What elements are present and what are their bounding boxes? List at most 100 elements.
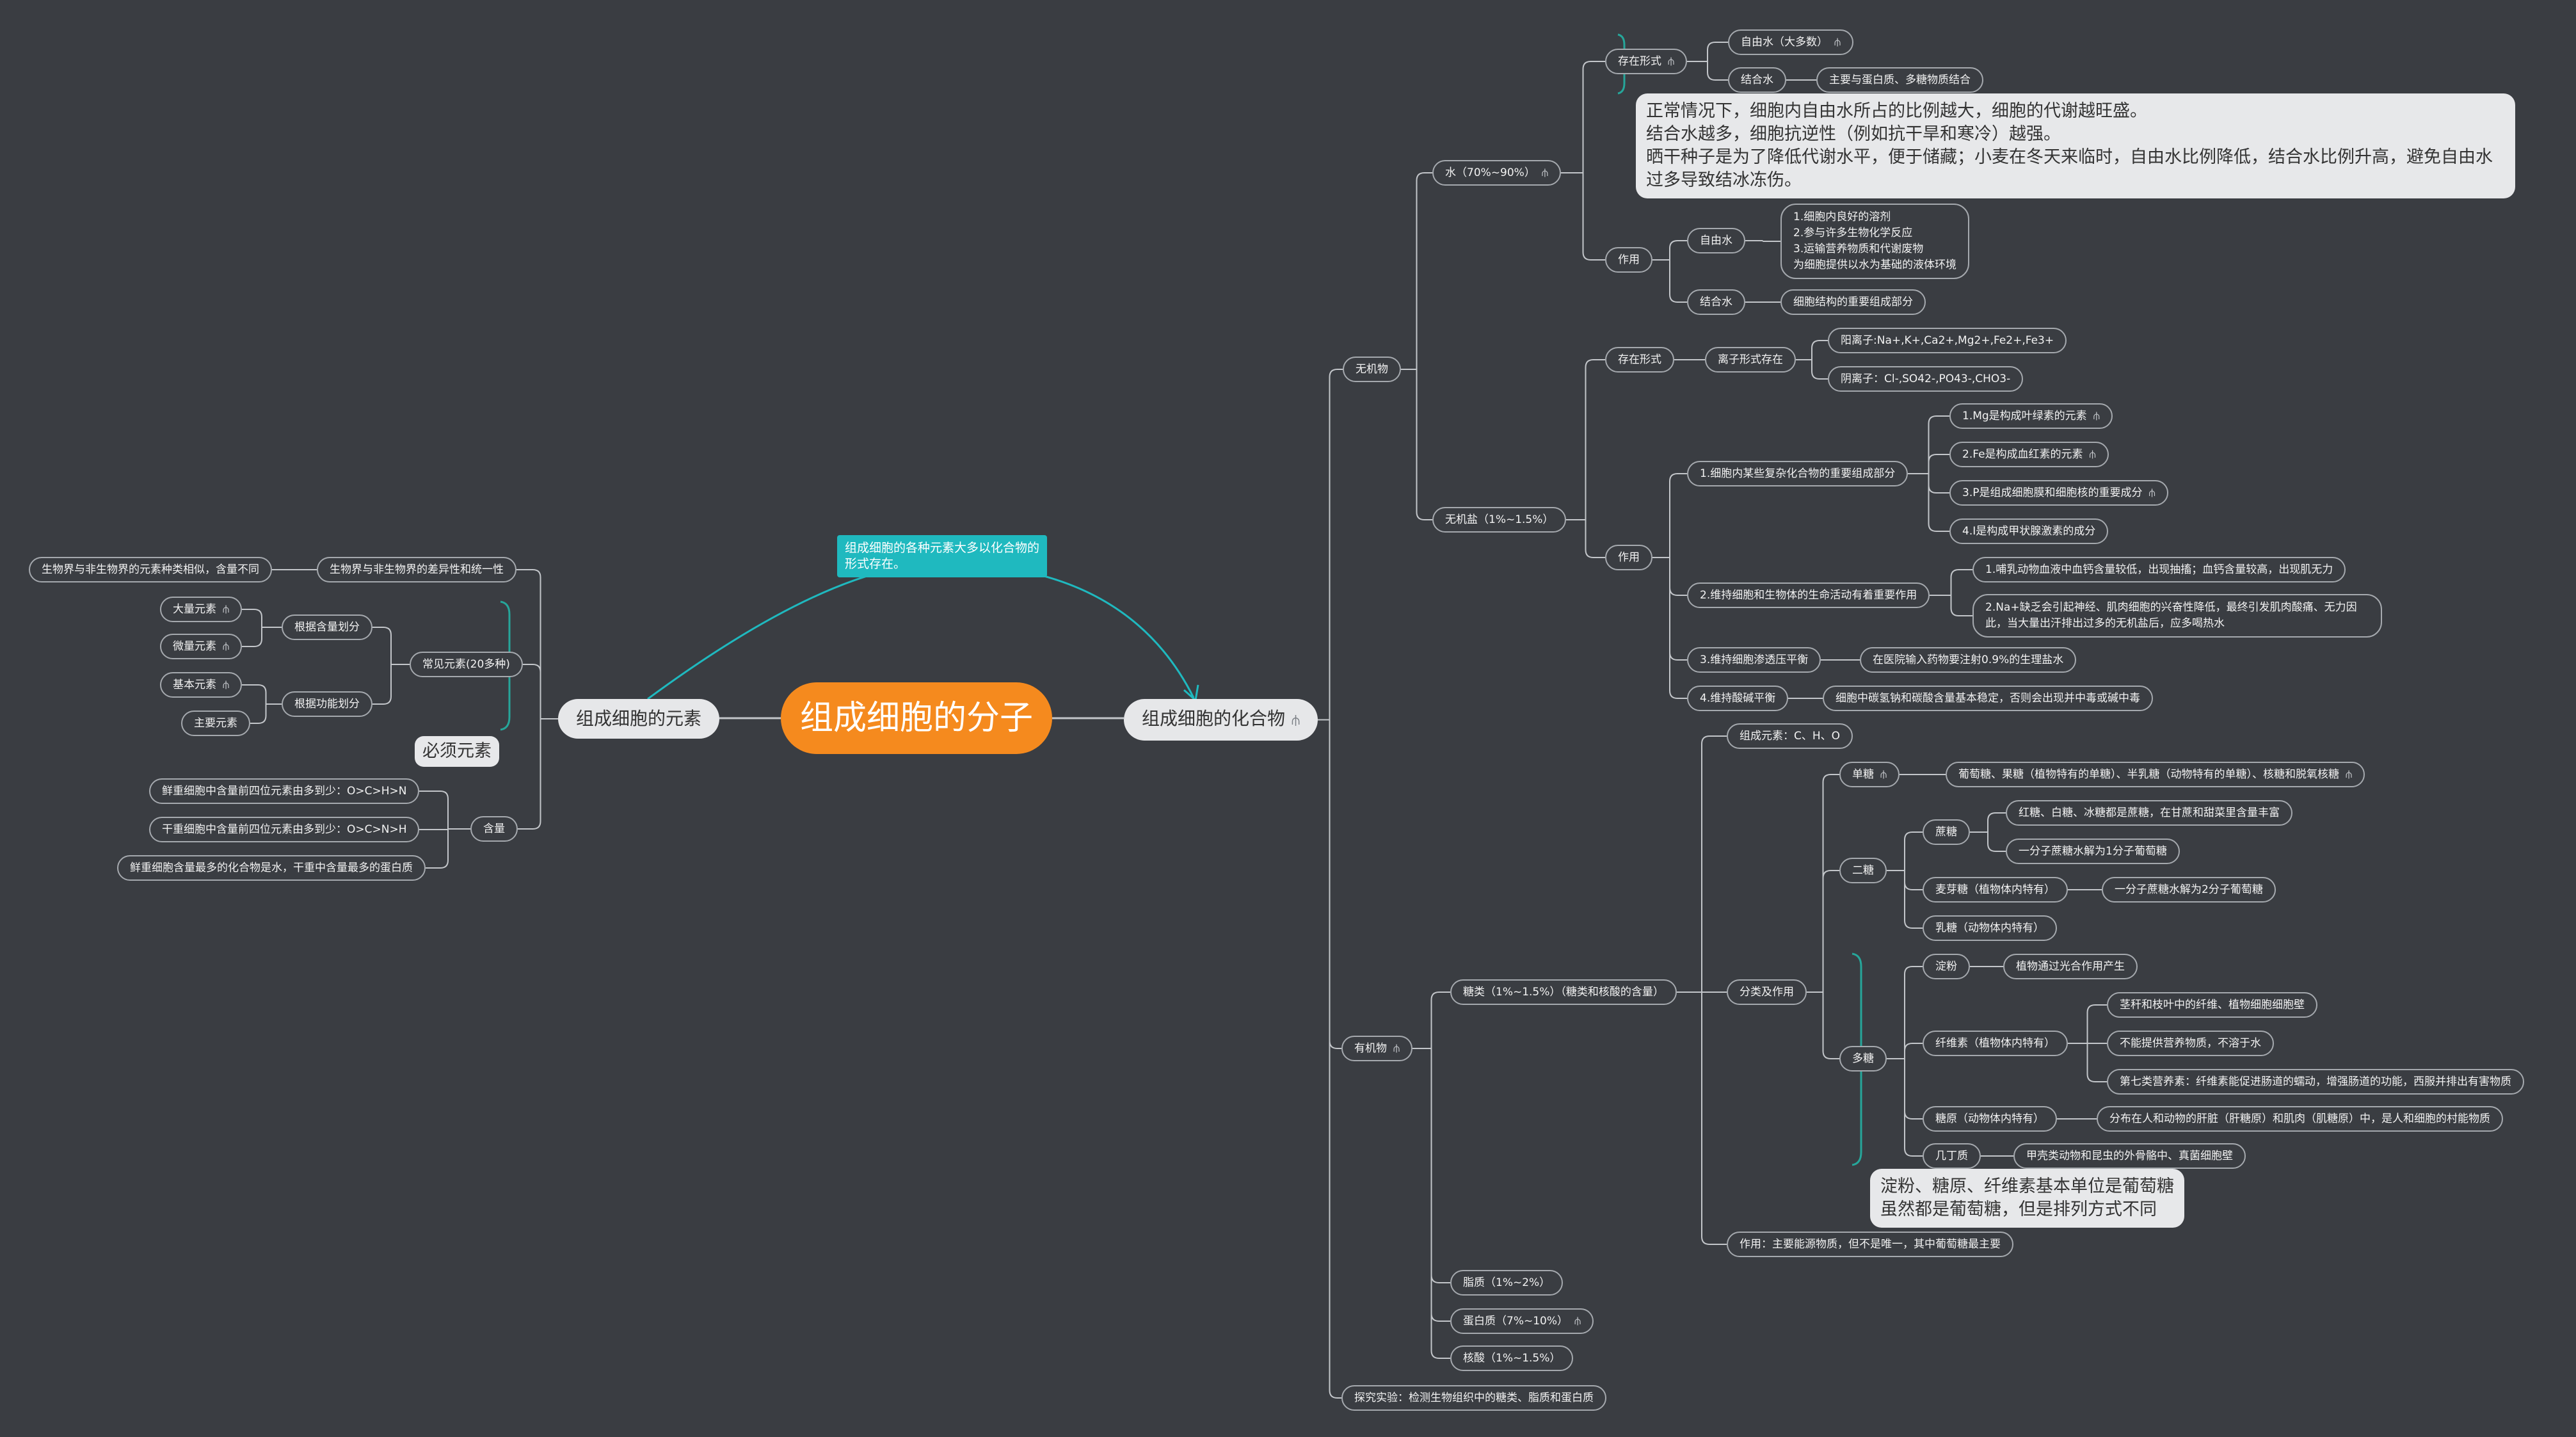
water-forms[interactable]: 存在形式⫛ (1605, 49, 1688, 74)
role-3: 3.运输营养物质和代谢废物 (1793, 243, 1924, 255)
bound-water-note[interactable]: 主要与蛋白质、多糖物质结合 (1816, 67, 1983, 93)
salt-f3-note[interactable]: 在医院输入药物要注射0.9%的生理盐水 (1860, 647, 2077, 673)
sucrose-note-2[interactable]: 一分子蔗糖水解为1分子葡萄糖 (2006, 839, 2180, 864)
fold-icon[interactable]: ⫛ (2148, 486, 2156, 499)
sucrose-note-1[interactable]: 红糖、白糖、冰糖都是蔗糖，在甘蔗和甜菜里含量丰富 (2006, 800, 2292, 826)
bound-water-role[interactable]: 细胞结构的重要组成部分 (1780, 289, 1926, 315)
salt-f4[interactable]: 4.维持酸碱平衡 (1687, 686, 1789, 711)
connector (1811, 360, 1828, 380)
content-item-2[interactable]: 干重细胞中含量前四位元素由多到少：O>C>N>H (149, 817, 420, 842)
organic[interactable]: 有机物⫛ (1341, 1036, 1413, 1061)
chitin[interactable]: 几丁质 (1923, 1143, 1981, 1169)
cellulose[interactable]: 纤维素（植物体内特有） (1923, 1031, 2068, 1056)
connector (1669, 558, 1687, 661)
chitin-note[interactable]: 甲壳类动物和昆虫的外骨骼中、真菌细胞壁 (2013, 1143, 2246, 1169)
unity-detail[interactable]: 生物界与非生物界的元素种类相似，含量不同 (29, 557, 272, 582)
fold-icon[interactable]: ⫛ (223, 678, 230, 691)
monosaccharide-note[interactable]: 葡萄糖、果糖（植物特有的单糖）、半乳糖（动物特有的单糖）、核糖和脱氧核糖⫛ (1946, 762, 2365, 787)
cellulose-note-3[interactable]: 第七类营养素：纤维素能促进肠道的蠕动，增强肠道的功能，西服并排出有害物质 (2107, 1069, 2524, 1095)
salt-f4-note[interactable]: 细胞中碳氢钠和碳酸含量基本稳定，否则会出现并中毒或碱中毒 (1823, 686, 2153, 711)
basic-elements[interactable]: 基本元素⫛ (160, 672, 243, 698)
content-topic[interactable]: 含量 (470, 816, 518, 842)
salt-f1-item-2[interactable]: 2.Fe是构成血红素的元素⫛ (1949, 442, 2109, 467)
fold-icon[interactable]: ⫛ (2346, 768, 2353, 781)
sugar-elements[interactable]: 组成元素：C、H、O (1727, 723, 1853, 749)
salt-function[interactable]: 作用 (1605, 545, 1652, 570)
salt-f2[interactable]: 2.维持细胞和生物体的生命活动有着重要作用 (1687, 582, 1930, 608)
fold-icon[interactable]: ⫛ (1574, 1315, 1581, 1328)
essential-callout[interactable]: 必须元素 (415, 736, 499, 767)
glycogen[interactable]: 糖原（动物体内特有） (1923, 1106, 2057, 1132)
sugars[interactable]: 糖类（1%~1.5%）（糖类和核酸的含量） (1450, 979, 1677, 1005)
sugar-callout[interactable]: 淀粉、糖原、纤维素基本单位是葡萄糖 虽然都是葡萄糖，但是排列方式不同 (1870, 1169, 2184, 1228)
disaccharide[interactable]: 二糖 (1839, 858, 1887, 883)
salts[interactable]: 无机盐（1%~1.5%） (1432, 507, 1567, 533)
nucleic-acid[interactable]: 核酸（1%~1.5%） (1450, 1345, 1574, 1371)
salt-f1-item-4[interactable]: 4.I是构成甲状腺激素的成分 (1949, 518, 2109, 544)
starch-note[interactable]: 植物通过光合作用产生 (2003, 954, 2138, 979)
inorganic[interactable]: 无机物 (1343, 357, 1401, 382)
free-water-roles[interactable]: 1.细胞内良好的溶剂 2.参与许多生物化学反应 3.运输营养物质和代谢废物 为细… (1780, 204, 1969, 279)
salt-f3[interactable]: 3.维持细胞渗透压平衡 (1687, 647, 1821, 673)
water-callout[interactable]: 正常情况下，细胞内自由水所占的比例越大，细胞的代谢越旺盛。 结合水越多，细胞抗逆… (1636, 93, 2515, 198)
protein[interactable]: 蛋白质（7%~10%）⫛ (1450, 1308, 1594, 1334)
water-function[interactable]: 作用 (1605, 247, 1652, 273)
fold-icon[interactable]: ⫛ (1393, 1042, 1400, 1055)
content-item-3[interactable]: 鲜重细胞含量最多的化合物是水，干重中含量最多的蛋白质 (117, 855, 426, 881)
fold-icon[interactable]: ⫛ (1541, 166, 1548, 179)
polysaccharide[interactable]: 多糖 (1839, 1046, 1887, 1072)
sugar-classify[interactable]: 分类及作用 (1727, 979, 1807, 1005)
func-free-water[interactable]: 自由水 (1687, 228, 1745, 253)
monosaccharide[interactable]: 单糖⫛ (1839, 762, 1900, 787)
branch-compounds[interactable]: 组成细胞的化合物⫛ (1124, 699, 1318, 741)
salt-f2-item-1[interactable]: 1.哺乳动物血液中血钙含量较低，出现抽搐；血钙含量较高，出现肌无力 (1972, 557, 2346, 582)
common-elements[interactable]: 常见元素(20多种) (410, 652, 523, 677)
experiment[interactable]: 探究实验：检测生物组织中的糖类、脂质和蛋白质 (1341, 1385, 1606, 1411)
by-content[interactable]: 根据含量划分 (282, 614, 372, 640)
fold-icon[interactable]: ⫛ (1834, 36, 1841, 49)
macro-elements[interactable]: 大量元素⫛ (160, 597, 243, 622)
relation-note[interactable]: 组成细胞的各种元素大多以化合物的形式存在。 (837, 535, 1047, 577)
connector (242, 684, 267, 704)
sugar-callout-line-1: 淀粉、糖原、纤维素基本单位是葡萄糖 (1880, 1176, 2174, 1196)
fold-icon[interactable]: ⫛ (2089, 448, 2096, 461)
anions[interactable]: 阴离子：Cl-,SO42-,PO43-,CHO3- (1828, 366, 2024, 392)
by-function[interactable]: 根据功能划分 (282, 691, 372, 717)
connector (426, 829, 449, 869)
starch[interactable]: 淀粉 (1923, 954, 1970, 979)
lipid[interactable]: 脂质（1%~2%） (1450, 1270, 1564, 1296)
connector (1811, 340, 1828, 360)
salt-f1[interactable]: 1.细胞内某些复杂化合物的重要组成部分 (1687, 461, 1908, 486)
fold-icon[interactable]: ⫛ (1880, 768, 1887, 781)
glycogen-note[interactable]: 分布在人和动物的肝脏（肝糖原）和肌肉（肌糖原）中，是人和细胞的村能物质 (2097, 1106, 2503, 1132)
salt-f1-item-1[interactable]: 1.Mg是构成叶绿素的元素⫛ (1949, 403, 2113, 429)
ionic-form[interactable]: 离子形式存在 (1705, 347, 1796, 373)
unity-topic[interactable]: 生物界与非生物界的差异性和统一性 (317, 557, 516, 582)
lactose[interactable]: 乳糖（动物体内特有） (1923, 915, 2057, 941)
cations[interactable]: 阳离子:Na+,K+,Ca2+,Mg2+,Fe2+,Fe3+ (1828, 328, 2067, 353)
maltose[interactable]: 麦芽糖（植物体内特有） (1923, 877, 2068, 903)
micro-elements[interactable]: 微量元素⫛ (160, 634, 243, 659)
salt-forms[interactable]: 存在形式 (1605, 347, 1674, 373)
cellulose-note-2[interactable]: 不能提供营养物质，不溶于水 (2107, 1031, 2274, 1056)
sucrose[interactable]: 蔗糖 (1923, 819, 1970, 845)
salt-f2-item-2[interactable]: 2.Na+缺乏会引起神经、肌肉细胞的兴奋性降低，最终引发肌肉酸痛、无力因此，当大… (1972, 594, 2382, 638)
func-bound-water[interactable]: 结合水 (1687, 289, 1745, 315)
main-elements[interactable]: 主要元素 (181, 710, 250, 736)
salt-f1-item-3[interactable]: 3.P是组成细胞膜和细胞核的重要成分⫛ (1949, 480, 2168, 506)
branch-elements[interactable]: 组成细胞的元素 (558, 699, 720, 739)
role-2: 2.参与许多生物化学反应 (1793, 227, 1913, 239)
fold-icon[interactable]: ⫛ (1668, 55, 1675, 68)
fold-icon[interactable]: ⫛ (223, 603, 230, 616)
fold-icon[interactable]: ⫛ (223, 640, 230, 653)
cellulose-note-1[interactable]: 茎秆和枝叶中的纤维、植物细胞细胞壁 (2107, 992, 2317, 1018)
sugar-role[interactable]: 作用：主要能源物质，但不是唯一，其中葡萄糖最主要 (1727, 1232, 2013, 1257)
content-item-1[interactable]: 鲜重细胞中含量前四位元素由多到少：O>C>H>N (149, 778, 420, 804)
free-water[interactable]: 自由水（大多数）⫛ (1728, 29, 1854, 55)
bound-water[interactable]: 结合水 (1728, 67, 1786, 93)
water[interactable]: 水（70%~90%）⫛ (1432, 160, 1561, 186)
fold-icon[interactable]: ⫛ (2093, 410, 2100, 422)
maltose-note[interactable]: 一分子蔗糖水解为2分子葡萄糖 (2102, 877, 2276, 903)
fold-icon[interactable]: ⫛ (1292, 712, 1300, 728)
root-topic[interactable]: 组成细胞的分子 (781, 682, 1053, 754)
